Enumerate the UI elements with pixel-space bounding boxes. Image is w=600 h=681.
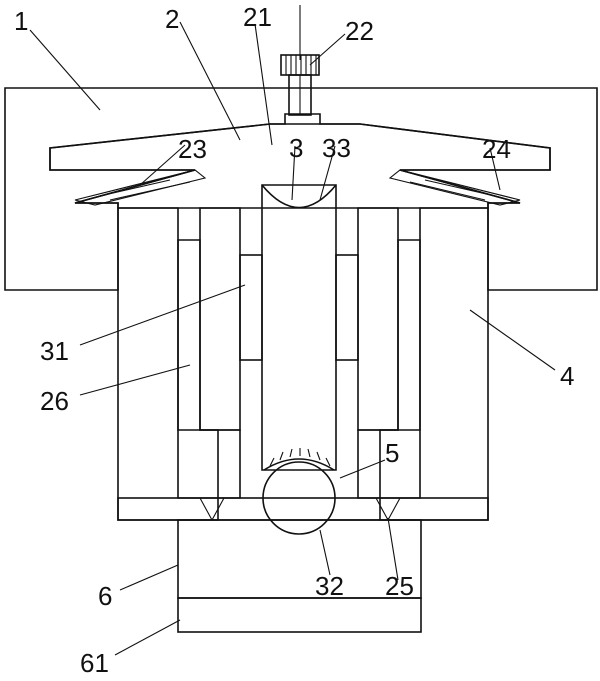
teeth-25-left [199, 497, 225, 522]
housing-4-right [379, 207, 489, 521]
label-3: 3 [289, 133, 303, 163]
needle-24-inner [409, 179, 496, 201]
label-24: 24 [482, 134, 511, 164]
housing-4 [117, 207, 219, 521]
ball-32 [262, 461, 336, 535]
base-61 [177, 597, 422, 633]
label-1: 1 [14, 6, 28, 36]
label-25: 25 [385, 571, 414, 601]
housing-4-bottom [117, 497, 489, 521]
label-33: 33 [322, 133, 351, 163]
label-31: 31 [40, 336, 69, 366]
needle-23-inner [99, 179, 191, 201]
top-block [4, 87, 598, 291]
ball-seat-5 [263, 458, 335, 471]
coil-31-right [335, 254, 359, 361]
label-23: 23 [178, 134, 207, 164]
label-5: 5 [385, 438, 399, 468]
chamber-cavity [49, 123, 551, 209]
label-21: 21 [243, 2, 272, 32]
ball-seat-5-teeth [269, 448, 331, 467]
inner-wall-right [357, 207, 399, 431]
core-3 [261, 184, 337, 471]
inner-wall-left [199, 207, 241, 431]
coil-31-left [239, 254, 263, 361]
label-2: 2 [165, 4, 179, 34]
channel-26 [177, 239, 241, 499]
label-26: 26 [40, 386, 69, 416]
needle-24 [388, 169, 521, 206]
label-6: 6 [98, 581, 112, 611]
leader-lines [29, 21, 556, 656]
knob-22-ridges [285, 55, 317, 75]
core-33-top [261, 184, 337, 209]
needle-23 [74, 169, 207, 206]
label-61: 61 [80, 648, 109, 678]
label-4: 4 [560, 361, 574, 391]
label-32: 32 [315, 571, 344, 601]
label-22: 22 [345, 16, 374, 46]
